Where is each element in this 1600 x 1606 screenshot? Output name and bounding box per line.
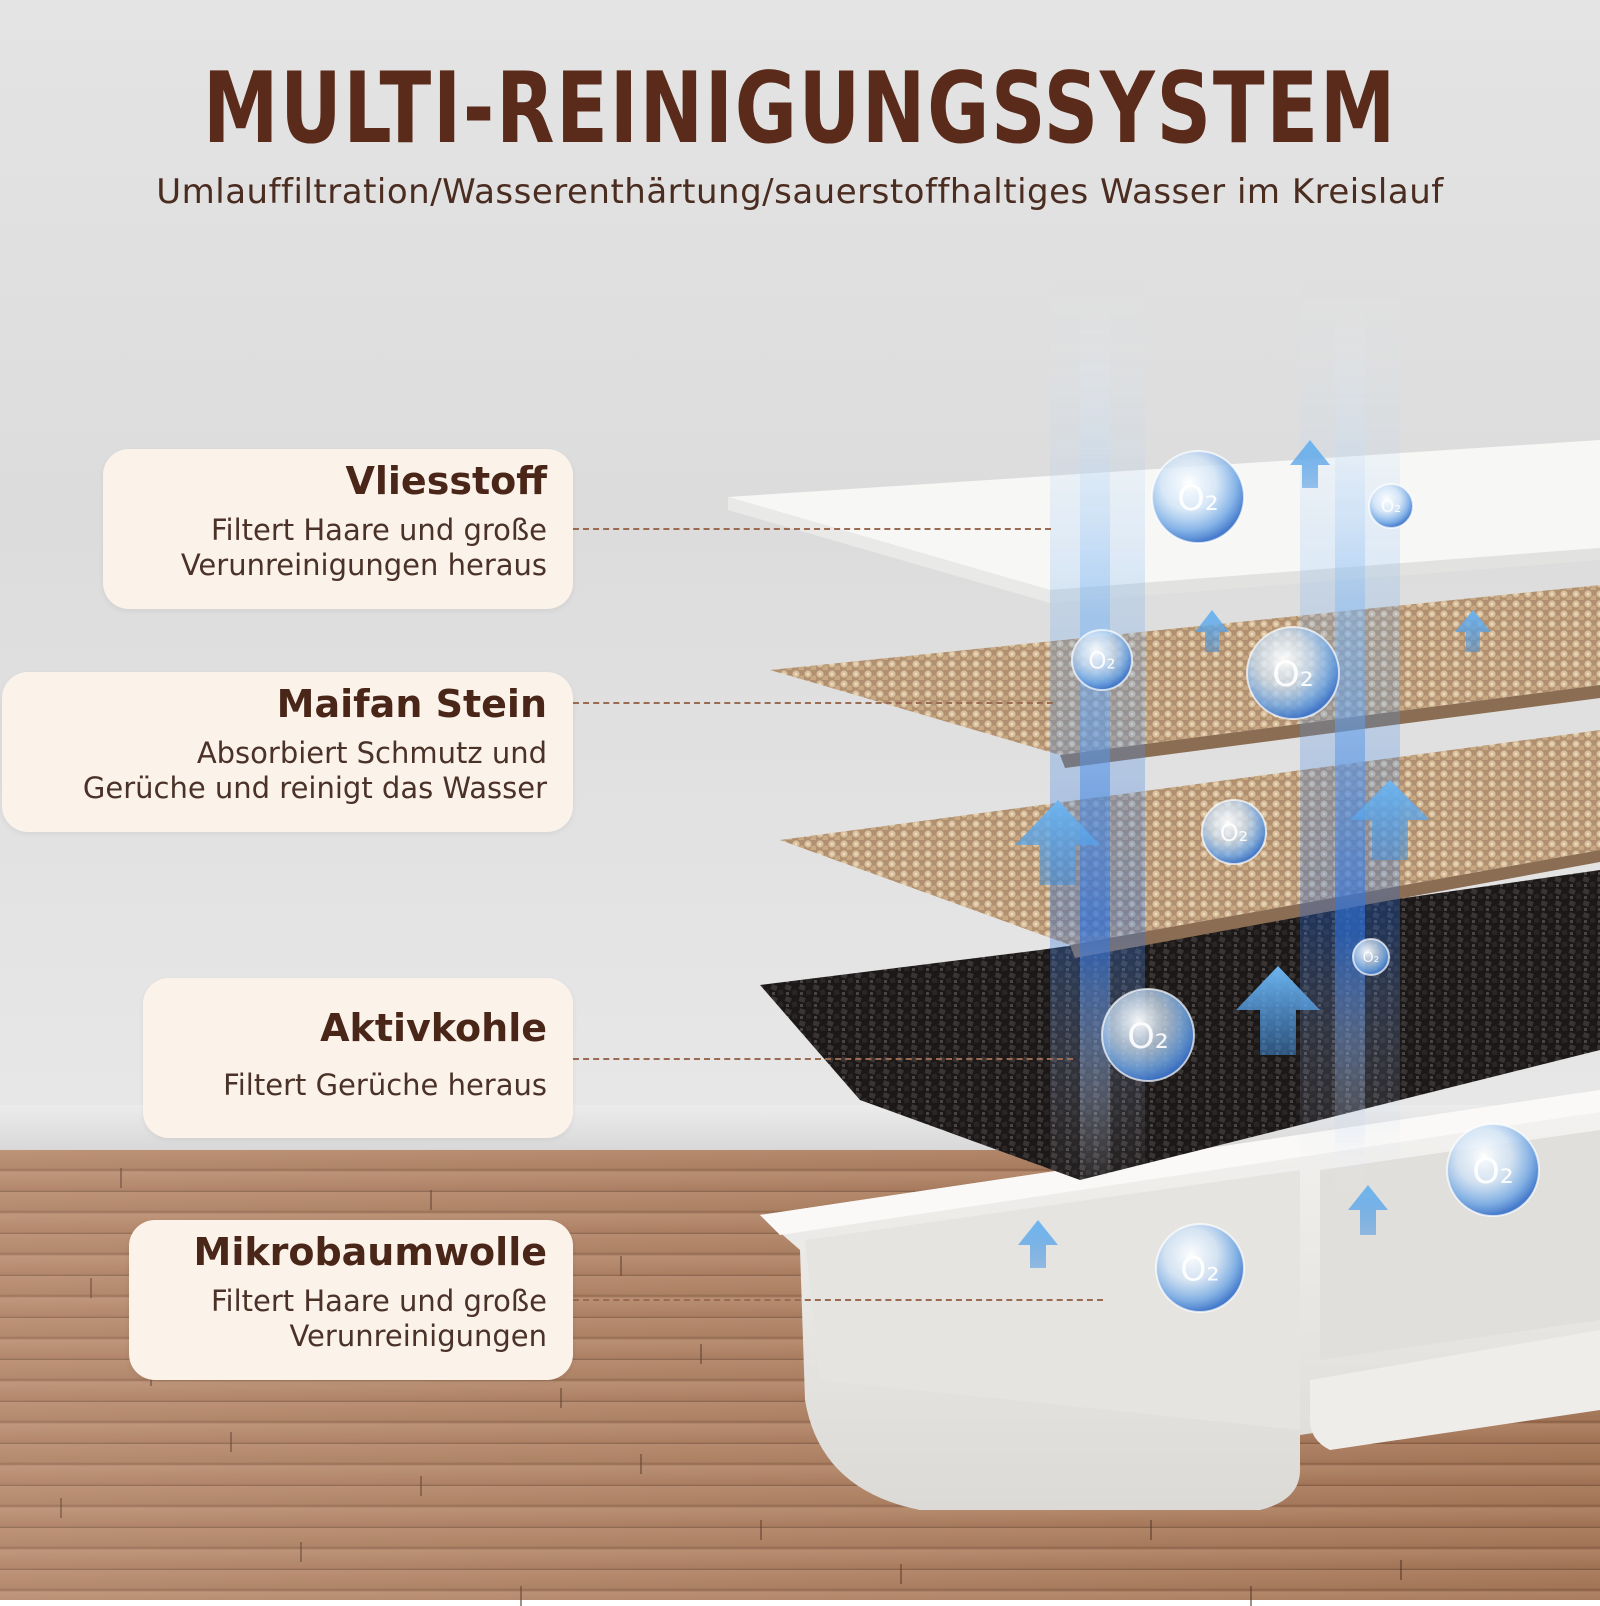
floor-plank-seam <box>520 1586 522 1606</box>
leader-line-vliesstoff <box>573 528 1051 530</box>
oxygen-bubble-label: O₂ <box>1381 497 1401 517</box>
floor-plank-seam <box>700 1344 702 1364</box>
layer-description-line1: Filtert Haare und große <box>210 1284 547 1318</box>
floor-plank-seam <box>90 1278 92 1298</box>
oxygen-bubble-icon: O₂ <box>1071 629 1133 691</box>
layer-description-line2: Gerüche und reinigt das Wasser <box>82 771 547 805</box>
floor-plank-seam <box>430 1190 432 1210</box>
oxygen-bubble-icon: O₂ <box>1201 799 1267 865</box>
leader-line-aktivkohle <box>573 1058 1073 1060</box>
oxygen-bubble-label: O₂ <box>1220 819 1249 847</box>
floor-plank-seam <box>620 1256 622 1276</box>
layer-title: Mikrobaumwolle <box>193 1230 548 1274</box>
floor-plank-seam <box>640 1454 642 1474</box>
oxygen-bubble-icon: O₂ <box>1368 483 1414 529</box>
oxygen-bubble-label: O₂ <box>1127 1017 1169 1057</box>
floor-plank-seam <box>560 1388 562 1408</box>
up-arrow-icon <box>1290 440 1330 488</box>
leader-line-mikro <box>573 1299 1103 1301</box>
floor-plank-seam <box>1250 1586 1252 1606</box>
floor-plank-seam <box>60 1498 62 1518</box>
layer-description-line2: Verunreinigungen heraus <box>180 548 547 582</box>
page-subtitle: Umlauffiltration/Wasserenthärtung/sauers… <box>156 172 1444 212</box>
oxygen-bubble-icon: O₂ <box>1352 938 1390 976</box>
floor-plank-seam <box>1400 1560 1402 1580</box>
up-arrow-icon <box>1350 780 1430 860</box>
layer-card-mikrobaumwolle: Mikrobaumwolle Filtert Haare und große V… <box>129 1220 573 1380</box>
oxygen-bubble-label: O₂ <box>1272 655 1314 695</box>
layer-card-vliesstoff: Vliesstoff Filtert Haare und große Verun… <box>103 449 573 609</box>
oxygen-bubble-label: O₂ <box>1363 950 1380 966</box>
floor-plank-seam <box>230 1432 232 1452</box>
floor-plank-seam <box>900 1564 902 1584</box>
leader-line-maifan <box>573 702 1053 704</box>
up-arrow-icon <box>1195 610 1229 652</box>
oxygen-bubble-label: O₂ <box>1177 479 1219 519</box>
layer-description-line1: Absorbiert Schmutz und <box>196 736 547 770</box>
page-title: MULTI-REINIGUNGSSYSTEM <box>202 52 1398 166</box>
floor-plank-seam <box>420 1476 422 1496</box>
oxygen-bubble-icon: O₂ <box>1101 988 1195 1082</box>
layer-card-maifan-stein: Maifan Stein Absorbiert Schmutz und Gerü… <box>2 672 573 832</box>
oxygen-bubble-icon: O₂ <box>1151 450 1245 544</box>
oxygen-bubble-label: O₂ <box>1088 648 1115 674</box>
oxygen-bubble-icon: O₂ <box>1446 1123 1540 1217</box>
layer-description-line2: Verunreinigungen <box>289 1319 547 1353</box>
oxygen-bubble-label: O₂ <box>1472 1152 1514 1192</box>
floor-plank-seam <box>1150 1520 1152 1540</box>
up-arrow-icon <box>1236 966 1320 1055</box>
layer-description-line1: Filtert Haare und große <box>210 513 547 547</box>
up-arrow-icon <box>1455 610 1491 652</box>
oxygen-bubble-icon: O₂ <box>1155 1223 1245 1313</box>
oxygen-bubble-icon: O₂ <box>1246 626 1340 720</box>
layer-description-line1: Filtert Gerüche heraus <box>223 1068 547 1102</box>
up-arrow-icon <box>1015 800 1100 885</box>
layer-title: Aktivkohle <box>320 1006 547 1050</box>
floor-plank-seam <box>760 1520 762 1540</box>
up-arrow-icon <box>1348 1185 1388 1235</box>
maifan-stone-layer-upper <box>770 585 1600 768</box>
floor-plank-seam <box>300 1542 302 1562</box>
oxygen-bubble-label: O₂ <box>1180 1249 1219 1288</box>
up-arrow-icon <box>1018 1220 1058 1268</box>
layer-card-aktivkohle: Aktivkohle Filtert Gerüche heraus <box>143 978 573 1138</box>
layer-title: Maifan Stein <box>276 682 547 726</box>
layer-title: Vliesstoff <box>345 459 547 503</box>
floor-plank-seam <box>120 1168 122 1188</box>
